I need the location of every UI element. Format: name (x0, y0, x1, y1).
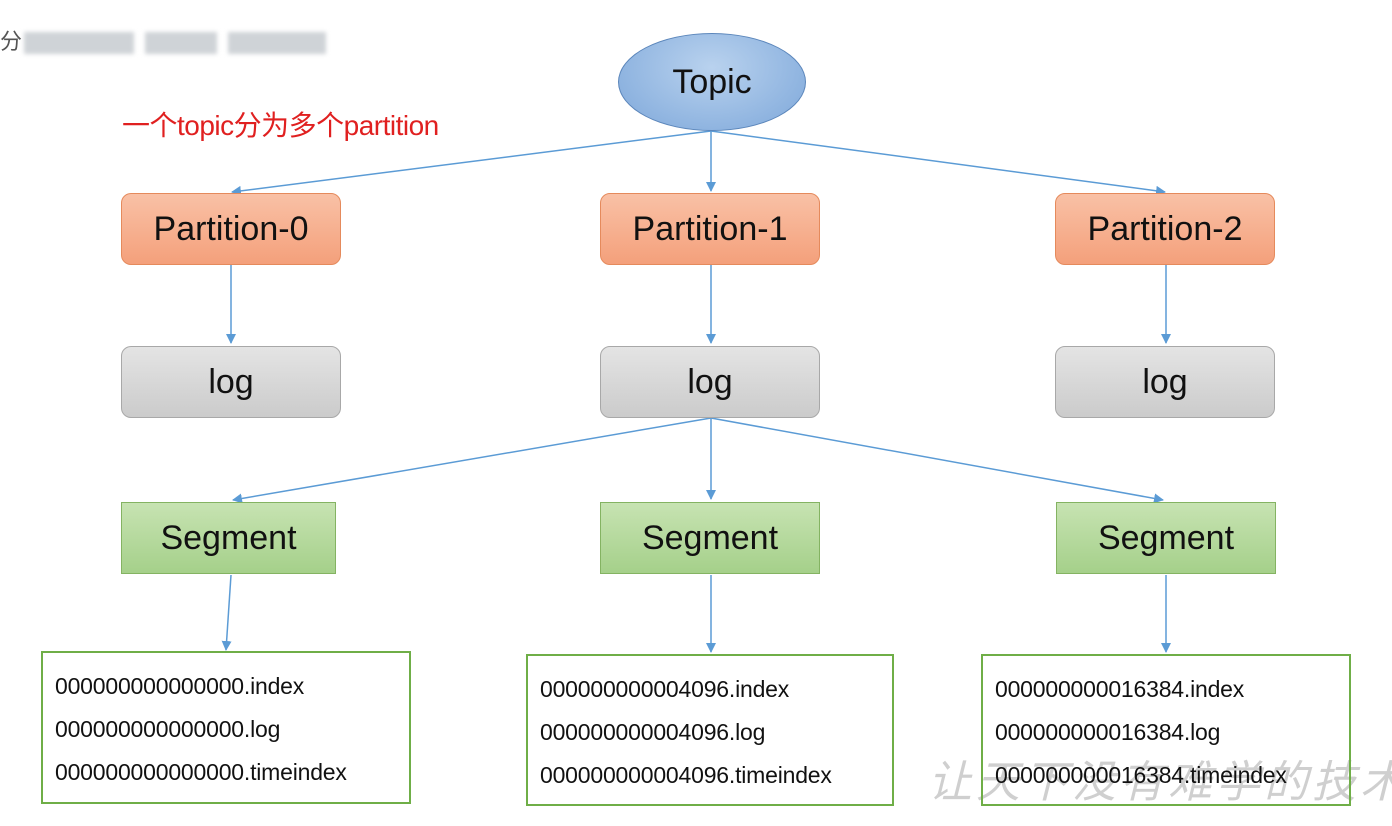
blurred-block (228, 32, 326, 54)
index-file: 000000000000000.index (55, 673, 305, 699)
caption-topic-partitions: 一个topic分为多个partition (122, 110, 439, 141)
segment-node-1: Segment (600, 502, 820, 574)
timeindex-file: 000000000016384.timeindex (995, 762, 1287, 788)
arrow-log-segment-0 (232, 417, 712, 504)
watermark: 让天下没有难学的技术 (928, 757, 1392, 808)
header-fragment: 分 (0, 29, 23, 54)
timeindex-file: 000000000000000.timeindex (55, 759, 347, 785)
segment-node-0: Segment (121, 502, 336, 574)
partition-node-0: Partition-0 (121, 193, 341, 265)
arrow-topic-partition-0 (231, 130, 712, 196)
arrow-log-segment-2 (710, 417, 1164, 504)
arrow-topic-partition-2 (710, 130, 1166, 196)
index-file: 000000000004096.index (540, 676, 790, 702)
log-node-1: log (600, 346, 820, 418)
arrow-segment-0-files (221, 574, 232, 651)
partition-node-2: Partition-2 (1055, 193, 1275, 265)
segment-files-1: 000000000004096.index 000000000004096.lo… (526, 654, 894, 806)
blurred-block (145, 32, 217, 54)
partition-node-1: Partition-1 (600, 193, 820, 265)
segment-files-0: 000000000000000.index 000000000000000.lo… (41, 651, 411, 804)
timeindex-file: 000000000004096.timeindex (540, 762, 832, 788)
log-file: 000000000004096.log (540, 719, 766, 745)
topic-node: Topic (618, 33, 806, 131)
log-file: 000000000016384.log (995, 719, 1221, 745)
segment-files-2: 000000000016384.index 000000000016384.lo… (981, 654, 1351, 806)
index-file: 000000000016384.index (995, 676, 1245, 702)
segment-node-2: Segment (1056, 502, 1276, 574)
log-node-0: log (121, 346, 341, 418)
log-file: 000000000000000.log (55, 716, 281, 742)
blurred-header: 分 (0, 8, 340, 54)
log-node-2: log (1055, 346, 1275, 418)
blurred-block (24, 32, 134, 54)
